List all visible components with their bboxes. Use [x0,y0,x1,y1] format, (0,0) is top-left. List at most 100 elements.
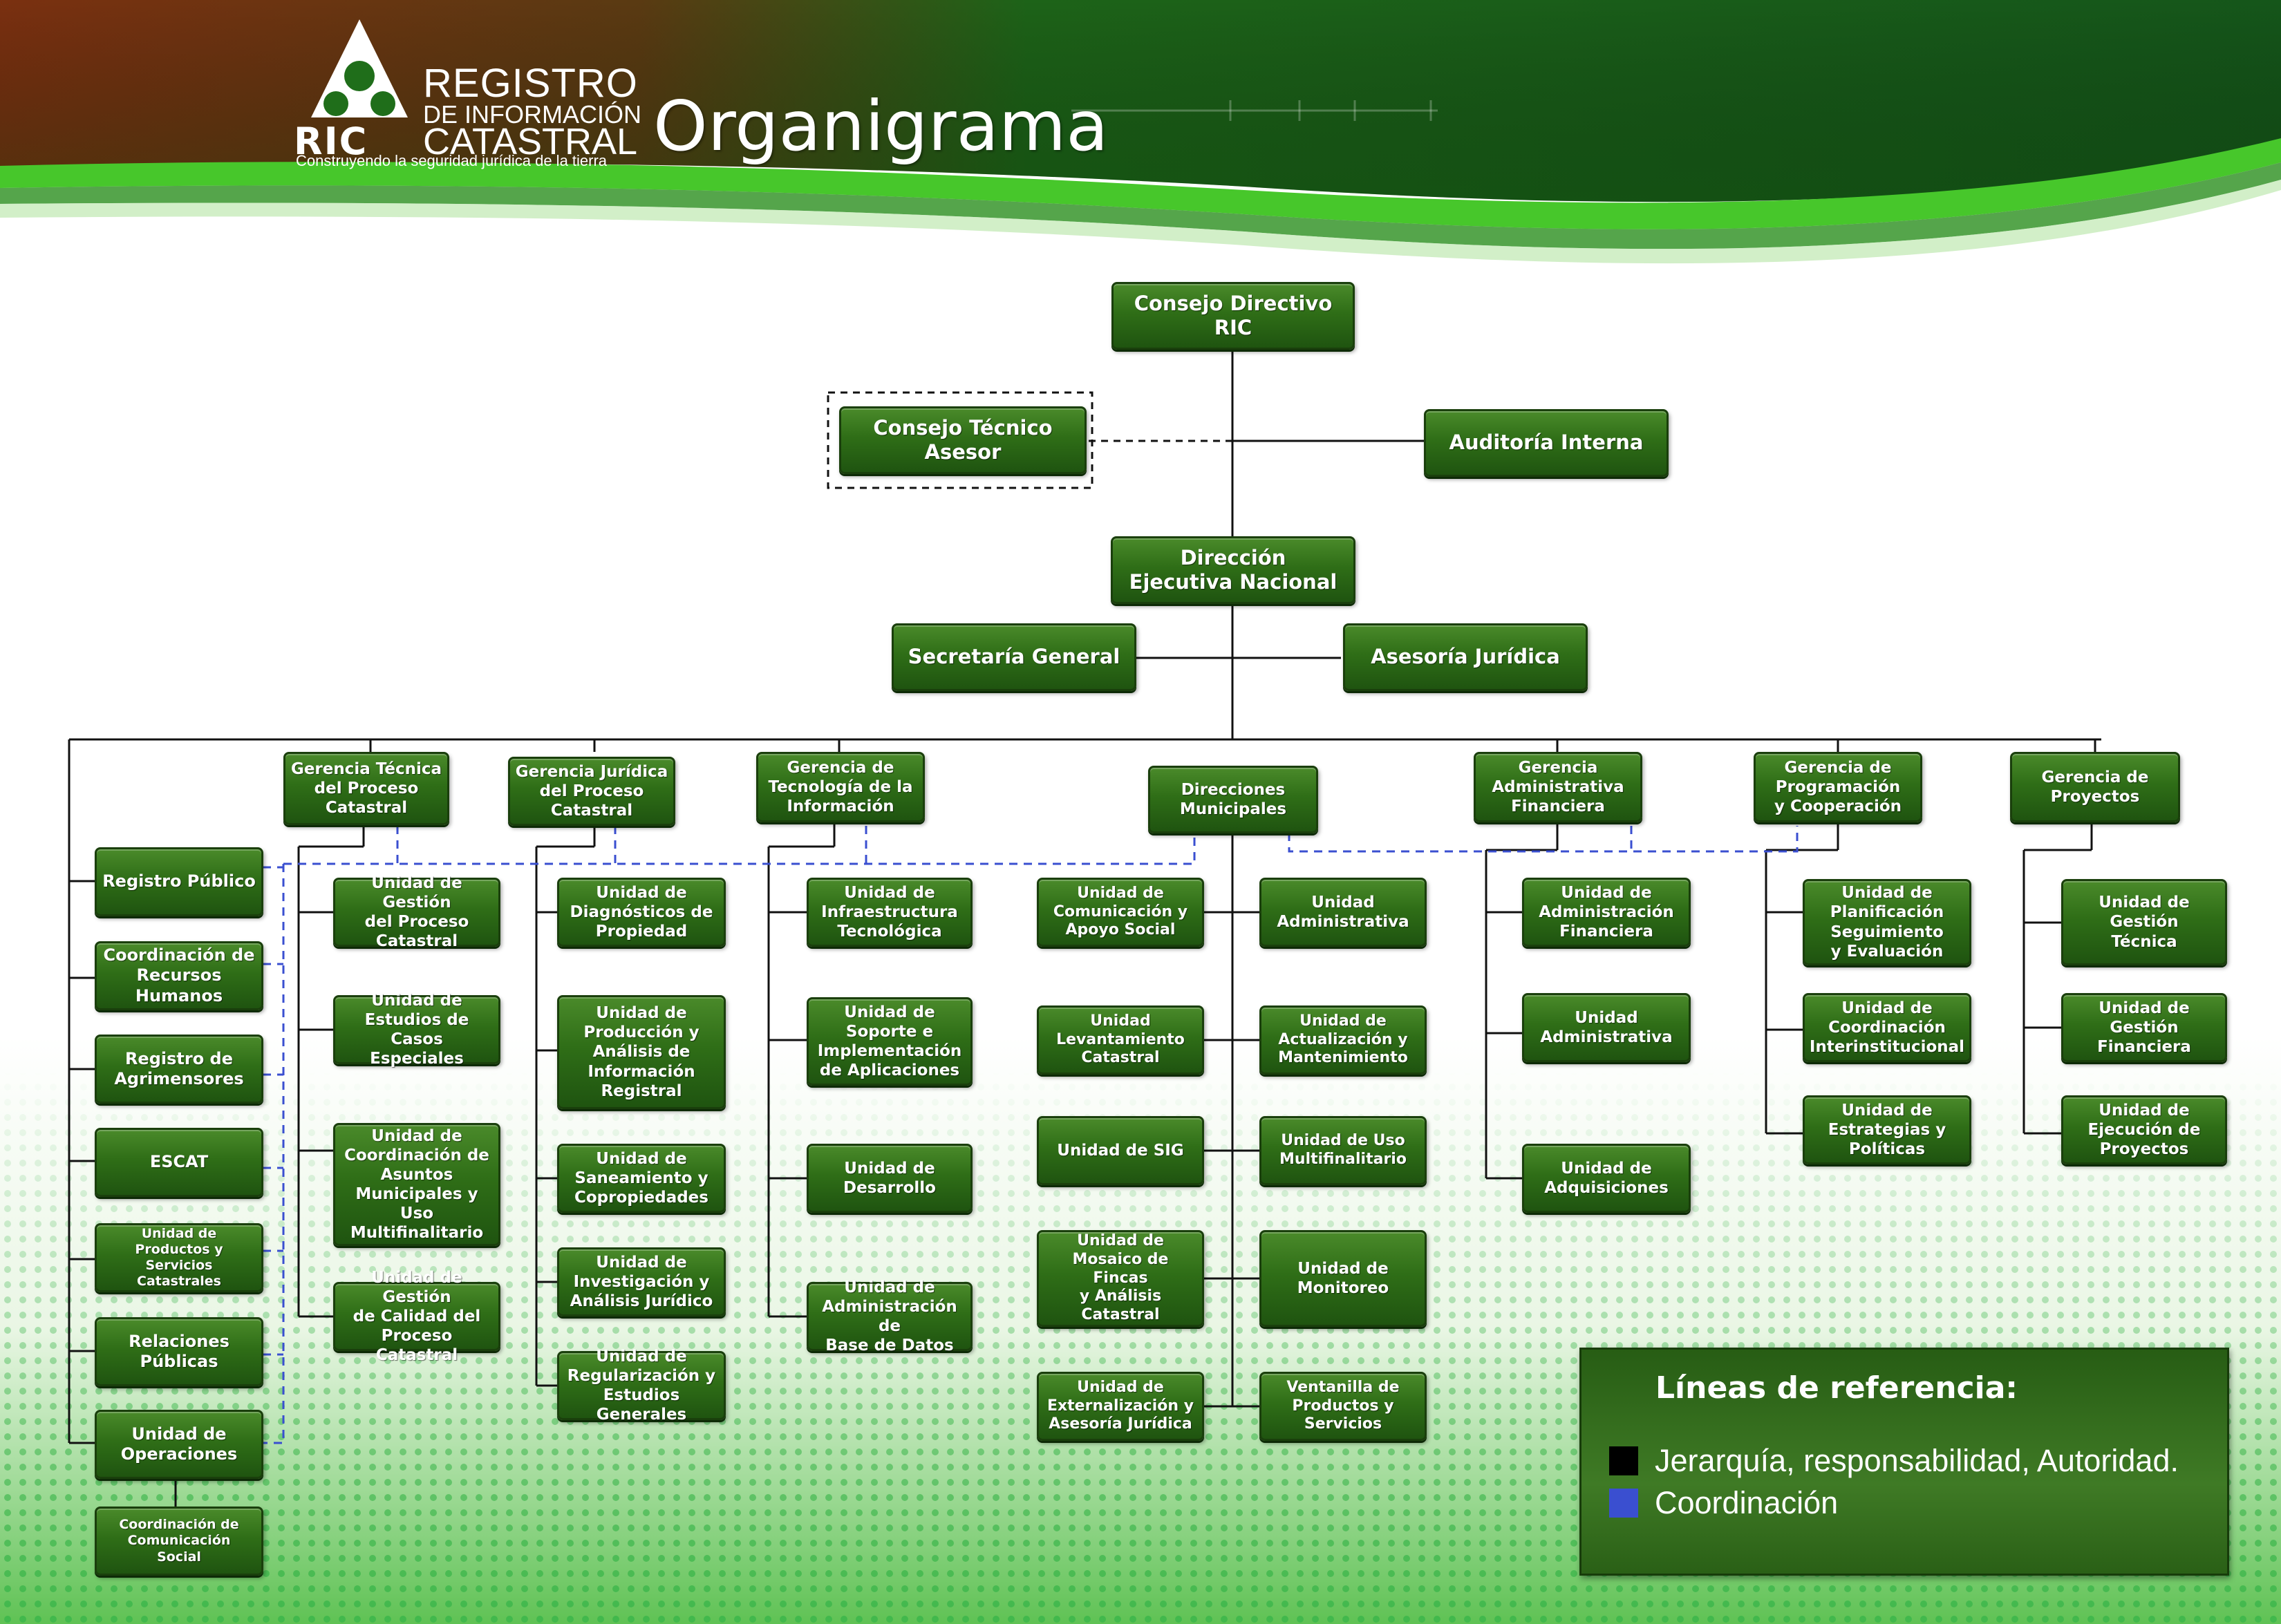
unidad-soporte-label: Unidad de Soporte e Implementación de Ap… [817,1003,962,1080]
up-estrategias-label: Unidad de Estrategias y Políticas [1828,1101,1946,1159]
gerencia-tecnologia-label: Gerencia de Tecnología de la Información [768,758,913,816]
um-actualizacion-box: Unidad de Actualización y Mantenimiento [1259,1005,1427,1075]
direcciones-municipales-box: Direcciones Municipales [1148,766,1318,833]
unidad-investigacion-box: Unidad de Investigación y Análisis Juríd… [557,1247,726,1316]
um-sig-box: Unidad de SIG [1037,1116,1204,1185]
logo-registro-text: REGISTRO [423,61,638,106]
unidad-gestion-proceso-label: Unidad de Gestión del Proceso Catastral [364,874,469,951]
um-monitoreo-label: Unidad de Monitoreo [1297,1259,1389,1297]
unidad-produccion-label: Unidad de Producción y Análisis de Infor… [583,1004,700,1100]
unidad-operaciones-box: Unidad de Operaciones [95,1410,263,1479]
coordinacion-rrhh-label: Coordinación de Recursos Humanos [103,945,255,1005]
legend-item-coordination: Coordinación [1609,1485,1838,1521]
um-mosaico-label: Unidad de Mosaico de Fincas y Análisis C… [1072,1231,1169,1324]
relaciones-publicas-label: Relaciones Públicas [129,1331,229,1371]
logo-informacion-text: DE INFORMACIÓN [423,100,642,129]
um-monitoreo-box: Unidad de Monitoreo [1259,1230,1427,1327]
page-title: Organigrama [653,86,1109,167]
um-administrativa-label: Unidad Administrativa [1277,893,1409,931]
legend-title: Líneas de referencia: [1655,1370,2018,1406]
um-uso-multifinalitario-box: Unidad de Uso Multifinalitario [1259,1116,1427,1185]
relaciones-publicas-box: Relaciones Públicas [95,1317,263,1386]
upr-ejecucion-label: Unidad de Ejecución de Proyectos [2087,1101,2201,1159]
legend-item-hierarchy: Jerarquía, responsabilidad, Autoridad. [1609,1443,2179,1479]
unidad-saneamiento-label: Unidad de Saneamiento y Copropiedades [574,1149,708,1207]
asesoria-juridica-label: Asesoría Jurídica [1371,645,1560,669]
unidad-estudios-casos-label: Unidad de Estudios de Casos Especiales [364,991,469,1068]
upr-gestion-financiera-box: Unidad de Gestión Financiera [2061,993,2227,1062]
um-uso-multifinalitario-label: Unidad de Uso Multifinalitario [1279,1132,1407,1168]
um-sig-label: Unidad de SIG [1057,1141,1184,1160]
direcciones-municipales-label: Direcciones Municipales [1179,780,1287,818]
gerencia-programacion-box: Gerencia de Programación y Cooperación [1754,752,1922,822]
um-comunicacion-label: Unidad de Comunicación y Apoyo Social [1053,884,1188,939]
unidad-base-datos-box: Unidad de Administración de Base de Dato… [807,1278,973,1354]
coordinacion-comunicacion-label: Coordinación de Comunicación Social [119,1517,239,1565]
registro-publico-label: Registro Público [102,871,256,891]
unidad-infraestructura-label: Unidad de Infraestructura Tecnológica [821,883,958,941]
registro-agrimensores-label: Registro de Agrimensores [114,1048,244,1088]
upr-gestion-tecnica-box: Unidad de Gestión Técnica [2061,879,2227,965]
legend-hierarchy-label: Jerarquía, responsabilidad, Autoridad. [1655,1443,2179,1478]
ua-adquisiciones-label: Unidad de Adquisiciones [1544,1159,1669,1197]
gerencia-juridica-box: Gerencia Jurídica del Proceso Catastral [508,757,675,826]
registro-publico-box: Registro Público [95,847,263,916]
logo-ric-text: RIC [294,120,368,163]
um-ventanilla-label: Ventanilla de Productos y Servicios [1286,1378,1400,1433]
unidad-infraestructura-box: Unidad de Infraestructura Tecnológica [807,878,973,947]
unidad-gestion-calidad-label: Unidad de Gestión de Calidad del Proceso… [353,1268,481,1365]
gerencia-tecnologia-box: Gerencia de Tecnología de la Información [756,752,925,822]
unidad-coordinacion-asuntos-label: Unidad de Coordinación de Asuntos Munici… [344,1126,489,1243]
upr-gestion-tecnica-label: Unidad de Gestión Técnica [2099,894,2190,951]
registro-agrimensores-box: Registro de Agrimensores [95,1035,263,1104]
up-coordinacion-label: Unidad de Coordinación Interinstituciona… [1809,999,1965,1057]
gerencia-proyectos-label: Gerencia de Proyectos [2041,768,2149,806]
unidad-produccion-box: Unidad de Producción y Análisis de Infor… [557,995,726,1109]
legend-blue-swatch [1609,1489,1638,1518]
gerencia-programacion-label: Gerencia de Programación y Cooperación [1774,758,1902,816]
unidad-diagnosticos-label: Unidad de Diagnósticos de Propiedad [570,883,713,941]
unidad-soporte-box: Unidad de Soporte e Implementación de Ap… [807,997,973,1086]
um-actualizacion-label: Unidad de Actualización y Mantenimiento [1278,1012,1408,1067]
coordinacion-rrhh-box: Coordinación de Recursos Humanos [95,941,263,1010]
unidad-base-datos-label: Unidad de Administración de Base de Dato… [822,1278,957,1355]
unidad-regularizacion-box: Unidad de Regularización y Estudios Gene… [557,1348,726,1424]
gerencia-tecnica-box: Gerencia Técnica del Proceso Catastral [283,752,449,825]
direccion-ejecutiva-box: Dirección Ejecutiva Nacional [1111,536,1355,604]
gerencia-tecnica-label: Gerencia Técnica del Proceso Catastral [290,759,442,818]
unidad-saneamiento-box: Unidad de Saneamiento y Copropiedades [557,1144,726,1213]
unidad-coordinacion-asuntos-box: Unidad de Coordinación de Asuntos Munici… [333,1123,500,1246]
gerencia-proyectos-box: Gerencia de Proyectos [2010,752,2180,822]
logo-catastral-text: CATASTRAL [423,121,638,162]
consejo-directivo-label: Consejo Directivo RIC [1134,291,1333,339]
um-externalizacion-label: Unidad de Externalización y Asesoría Jur… [1046,1378,1194,1433]
up-coordinacion-box: Unidad de Coordinación Interinstituciona… [1803,993,1971,1062]
um-levantamiento-box: Unidad Levantamiento Catastral [1037,1005,1204,1075]
productos-servicios-catastrales-label: Unidad de Productos y Servicios Catastra… [135,1225,223,1290]
legend-coordination-label: Coordinación [1655,1485,1839,1520]
unidad-gestion-proceso-box: Unidad de Gestión del Proceso Catastral [333,874,500,950]
um-externalizacion-box: Unidad de Externalización y Asesoría Jur… [1037,1372,1204,1441]
unidad-diagnosticos-box: Unidad de Diagnósticos de Propiedad [557,878,726,947]
ua-administrativa-box: Unidad Administrativa [1522,993,1691,1062]
ua-admin-financiera-box: Unidad de Administración Financiera [1522,878,1691,947]
unidad-investigacion-label: Unidad de Investigación y Análisis Juríd… [570,1253,713,1311]
ua-adquisiciones-box: Unidad de Adquisiciones [1522,1144,1691,1213]
gerencia-administrativa-box: Gerencia Administrativa Financiera [1474,752,1642,822]
legend-black-swatch [1609,1446,1638,1475]
up-planificacion-box: Unidad de Planificación Seguimiento y Ev… [1803,879,1971,965]
up-planificacion-label: Unidad de Planificación Seguimiento y Ev… [1830,884,1944,961]
um-mosaico-box: Unidad de Mosaico de Fincas y Análisis C… [1037,1230,1204,1327]
consejo-tecnico-asesor-label: Consejo Técnico Asesor [873,415,1053,464]
unidad-gestion-calidad-box: Unidad de Gestión de Calidad del Proceso… [333,1269,500,1364]
secretaria-general-label: Secretaría General [908,645,1120,669]
upr-gestion-financiera-label: Unidad de Gestión Financiera [2097,999,2191,1057]
consejo-directivo-box: Consejo Directivo RIC [1111,282,1355,350]
unidad-regularizacion-label: Unidad de Regularización y Estudios Gene… [567,1347,716,1424]
escat-box: ESCAT [95,1128,263,1197]
unidad-desarrollo-box: Unidad de Desarrollo [807,1144,973,1213]
ua-administrativa-label: Unidad Administrativa [1540,1008,1673,1046]
coordinacion-comunicacion-box: Coordinación de Comunicación Social [95,1507,263,1576]
um-levantamiento-label: Unidad Levantamiento Catastral [1056,1012,1185,1067]
consejo-tecnico-asesor-box: Consejo Técnico Asesor [839,406,1087,474]
